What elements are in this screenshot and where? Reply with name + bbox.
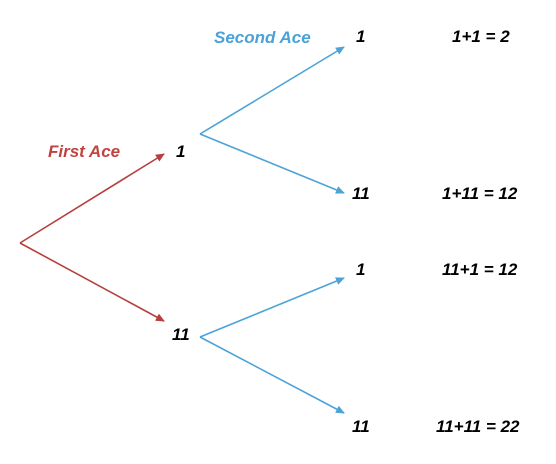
outcome-sum: 1+1 = 2 — [452, 27, 510, 46]
outcome-value: 1 — [356, 260, 365, 279]
first-ace-branch-to-1 — [19, 153, 165, 244]
first-ace-label: First Ace — [48, 142, 120, 161]
second-ace-branch-1-to-1 — [199, 46, 345, 135]
second-ace-branch-11-to-11 — [199, 336, 345, 414]
first-ace-node-11: 11 — [172, 325, 190, 344]
outcome-value: 11 — [352, 184, 370, 203]
first-ace-branch-to-11 — [19, 242, 165, 322]
first-ace-node-1: 1 — [176, 142, 185, 161]
outcome-value: 11 — [352, 417, 370, 436]
second-ace-branch-11-to-1 — [199, 277, 345, 338]
outcome-value: 1 — [356, 27, 365, 46]
outcome-sum: 11+1 = 12 — [442, 260, 518, 279]
outcome-sum: 1+11 = 12 — [442, 184, 518, 203]
second-ace-label: Second Ace — [214, 28, 311, 47]
second-ace-branch-1-to-11 — [199, 133, 345, 194]
outcome-sum: 11+11 = 22 — [436, 417, 520, 436]
